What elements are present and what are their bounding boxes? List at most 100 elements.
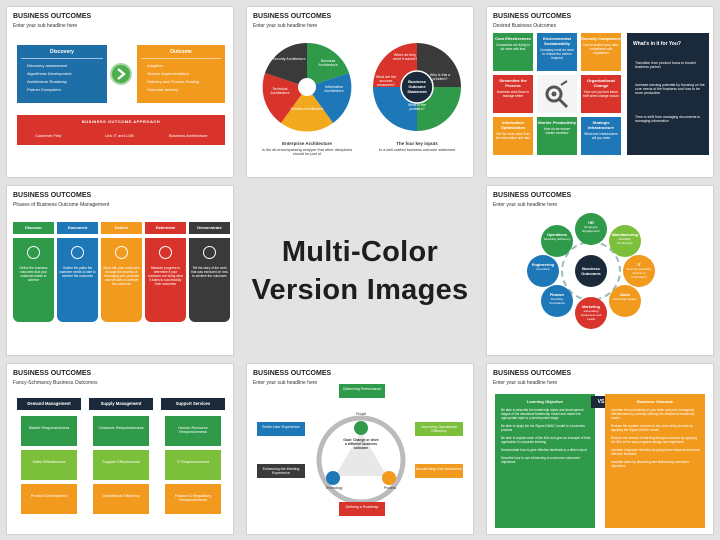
column-item: Market Responsiveness bbox=[21, 416, 77, 446]
slide-title: BUSINESS OUTCOMES bbox=[13, 192, 92, 199]
approach-item: Customer First bbox=[35, 133, 62, 138]
slide-subtitle: Enter your sub headline here bbox=[493, 202, 558, 208]
phase-icon bbox=[203, 246, 216, 259]
outcome-box: Accelerating Your Investment bbox=[415, 464, 463, 478]
column-item: Human Resource Responsiveness bbox=[165, 416, 221, 446]
outcome-item: Service Implementation bbox=[147, 71, 189, 76]
discovery-box: Discovery Discovery assessment Algorithm… bbox=[17, 45, 107, 103]
list-item: Be able to describe the leadership style… bbox=[501, 408, 584, 420]
phase-label: Discover bbox=[13, 222, 54, 234]
caption-text: to a well-crafted business outcome state… bbox=[378, 148, 456, 152]
chevron-right-icon bbox=[110, 63, 132, 85]
approach-item: Business Architecture bbox=[169, 133, 208, 138]
pie-label: Information Architecture bbox=[324, 85, 344, 93]
outcome-statement-pie bbox=[373, 43, 461, 131]
list-item: Reduce the number of errors in the order… bbox=[611, 424, 694, 432]
list-item: Increase sales by dissolving and address… bbox=[611, 460, 690, 468]
phase-text: Tell the story of the work that was exec… bbox=[191, 266, 228, 278]
slide-subtitle: Enter your sub headline here bbox=[493, 380, 558, 386]
slide-subtitle: Fancy-Schmancy Business Outcomes bbox=[13, 380, 98, 386]
column-item: Operational Efficiency bbox=[93, 484, 149, 514]
heading-line-1: Multi-Color bbox=[281, 235, 439, 268]
phase-label: Determine bbox=[145, 222, 186, 234]
phase-icon bbox=[159, 246, 172, 259]
slide-thumbnail-1[interactable]: BUSINESS OUTCOMES Enter your sub headlin… bbox=[6, 6, 234, 178]
column-item: Supplier Effectiveness bbox=[93, 450, 149, 480]
phase-icon bbox=[27, 246, 40, 259]
discovery-item: Algorithmic Development bbox=[27, 71, 72, 76]
vertex-label: Technology bbox=[325, 486, 343, 490]
pie-label: Technical Architecture bbox=[270, 87, 290, 95]
approach-bar: BUSINESS OUTCOME APPROACH Customer First… bbox=[17, 115, 225, 145]
discovery-item: Partner Ecosystem bbox=[27, 87, 61, 92]
outcome-item: Outcome delivery bbox=[147, 87, 179, 92]
column-item: IT Responsiveness bbox=[165, 450, 221, 480]
slide-thumbnail-8[interactable]: BUSINESS OUTCOMES Enter your sub headlin… bbox=[246, 363, 474, 535]
slide-thumbnail-4[interactable]: BUSINESS OUTCOMES Phases of Business Out… bbox=[6, 185, 234, 356]
benefits-panel: What's in it for You? Transition from pr… bbox=[627, 33, 709, 155]
outcome-box: Outcome Adoption Service Implementation … bbox=[137, 45, 225, 103]
outcome-box: Optimizing Performance bbox=[339, 384, 385, 398]
slide-thumbnail-6[interactable]: BUSINESS OUTCOMES Enter your sub headlin… bbox=[486, 185, 714, 356]
column-heading: Support Services bbox=[161, 398, 225, 410]
pie-label: When do they need it solved? bbox=[392, 53, 418, 61]
slide-thumbnail-9[interactable]: BUSINESS OUTCOMES Enter your sub headlin… bbox=[486, 363, 714, 535]
caption-heading: Enterprise Architecture bbox=[282, 141, 332, 146]
column-item: Product Development bbox=[21, 484, 77, 514]
outcome-item: Adoption bbox=[147, 63, 163, 68]
cycle-center-label: Goal: Change or drive a different busine… bbox=[343, 438, 379, 450]
phase-icon bbox=[115, 246, 128, 259]
slide-title: BUSINESS OUTCOMES bbox=[253, 370, 332, 377]
slide-title: BUSINESS OUTCOMES bbox=[493, 13, 572, 20]
phase-text: Work with your customers through the pro… bbox=[103, 266, 140, 286]
caption-text: Is the all-encompassing wrapper that oth… bbox=[261, 148, 353, 156]
slide-title: BUSINESS OUTCOMES bbox=[493, 370, 572, 377]
phase-label: Document bbox=[57, 222, 98, 234]
column-item: Finance & Regulatory Responsiveness bbox=[165, 484, 221, 514]
outcome-item: Delivery and Process Scaling bbox=[147, 79, 200, 84]
pie-label: Business Architecture bbox=[318, 59, 338, 67]
pie-label: What is the problem? bbox=[408, 103, 426, 111]
slide-title: BUSINESS OUTCOMES bbox=[13, 13, 92, 20]
vertex-label: People bbox=[355, 412, 367, 416]
phase-icon bbox=[71, 246, 84, 259]
outcome-box: Improving Operational Efficiency bbox=[415, 422, 463, 436]
gallery-heading: Multi-Color Version Images bbox=[246, 185, 474, 356]
slide-thumbnail-7[interactable]: BUSINESS OUTCOMES Fancy-Schmancy Busines… bbox=[6, 363, 234, 535]
gear-wrench-icon bbox=[537, 75, 577, 113]
list-item: Reduce the amount of learning that goes … bbox=[611, 436, 697, 444]
slide-thumbnail-3[interactable]: BUSINESS OUTCOMES Desired Business Outco… bbox=[486, 6, 714, 178]
phase-label: Deliver bbox=[101, 222, 142, 234]
column-heading: Supply Management bbox=[89, 398, 153, 410]
slide-subtitle: Enter your sub headline here bbox=[13, 23, 78, 29]
pie-label: Security Architecture bbox=[272, 57, 306, 61]
phase-text: Define the business outcomes that your c… bbox=[19, 266, 48, 282]
discovery-item: Architecture Roadmap bbox=[27, 79, 67, 84]
outcome-box: Better User Experience bbox=[257, 422, 305, 436]
phase-text: Measure progress to determine if your cu… bbox=[148, 266, 183, 286]
discovery-item: Discovery assessment bbox=[27, 63, 68, 68]
slide-thumbnail-2[interactable]: BUSINESS OUTCOMES Enter your sub headlin… bbox=[246, 6, 474, 178]
list-item: Be able to apply the the Sigma DMAIC mod… bbox=[501, 424, 585, 432]
column-item: Sales Effectiveness bbox=[21, 450, 77, 480]
list-item: Increase the productivity of your team a… bbox=[611, 408, 695, 420]
outcome-box: Enhancing the Meeting Experience bbox=[257, 464, 305, 478]
slide-title: BUSINESS OUTCOMES bbox=[493, 192, 572, 199]
architecture-pie bbox=[262, 42, 352, 132]
